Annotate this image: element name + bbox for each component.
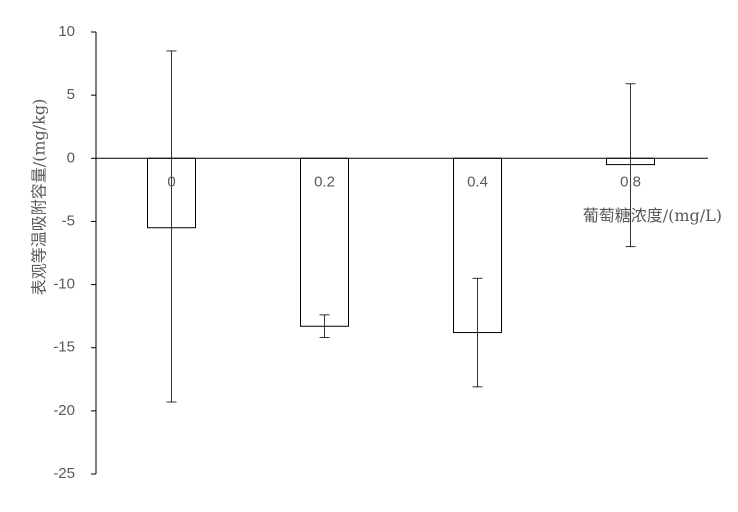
y-tick-label: 0 — [67, 149, 75, 166]
y-tick-label: -10 — [53, 276, 75, 293]
error-bars-group — [166, 50, 636, 403]
y-tick-label: 10 — [58, 23, 75, 40]
y-axis-title: 表观等温吸附容量/(mg/kg) — [30, 99, 49, 296]
x-axis-title: 葡萄糖浓度/(mg/L) — [583, 206, 722, 225]
category-label: 0.8 — [620, 173, 641, 190]
y-tick-label: -25 — [53, 465, 75, 482]
category-label: 0.4 — [467, 173, 488, 190]
category-label: 0.2 — [314, 173, 335, 190]
y-tick-label: -20 — [53, 402, 75, 419]
y-tick-label: 5 — [67, 86, 75, 103]
bars-group — [147, 157, 655, 334]
y-axis: 10 5 0 -5 -10 -15 -20 -25 — [53, 23, 97, 482]
y-tick-label: -5 — [62, 212, 75, 229]
y-tick-label: -15 — [53, 339, 75, 356]
category-labels: 0 0.2 0.4 0.8 — [167, 173, 641, 190]
category-label: 0 — [167, 173, 175, 190]
